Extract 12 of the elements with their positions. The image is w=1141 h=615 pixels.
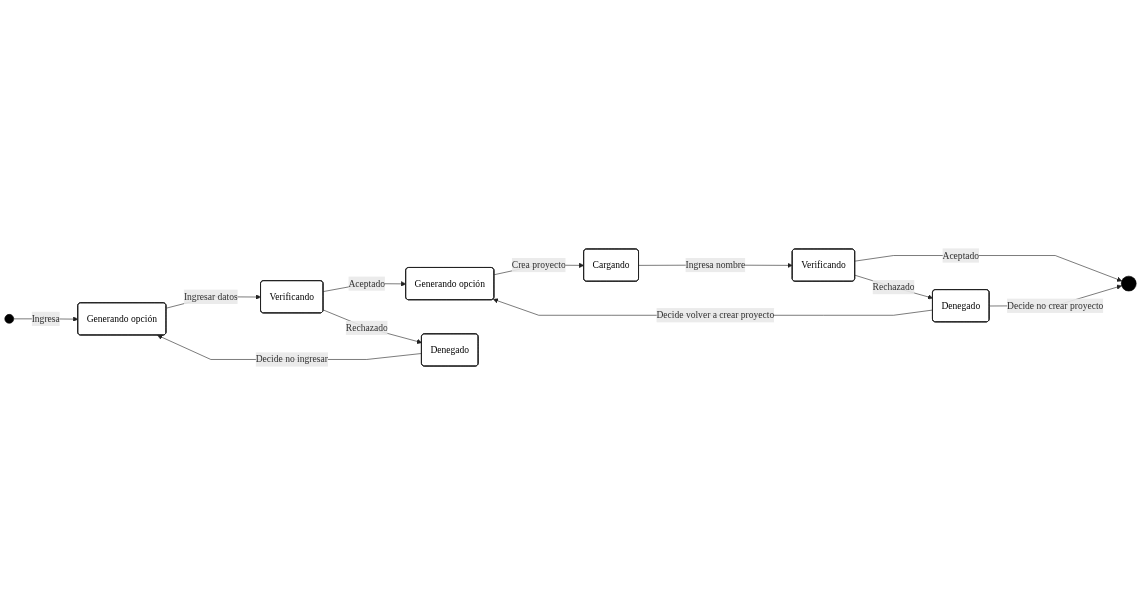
edge-label: Crea proyecto <box>511 259 566 270</box>
edge-label: Decide no crear proyecto <box>1007 300 1104 311</box>
edge-label: Ingresa nombre <box>685 259 746 270</box>
edge-label: Ingresar datos <box>183 291 238 302</box>
edge-label: Aceptado <box>348 278 386 289</box>
edge-label: Decide no ingresar <box>255 354 328 365</box>
edge-label: Rechazado <box>345 322 388 333</box>
node-circle <box>4 314 15 324</box>
edge-label: Ingresa <box>31 313 60 324</box>
edge-label: Aceptado <box>942 250 980 261</box>
edge-label: Rechazado <box>872 281 915 292</box>
edge-label: Decide volver a crear proyecto <box>656 309 775 321</box>
